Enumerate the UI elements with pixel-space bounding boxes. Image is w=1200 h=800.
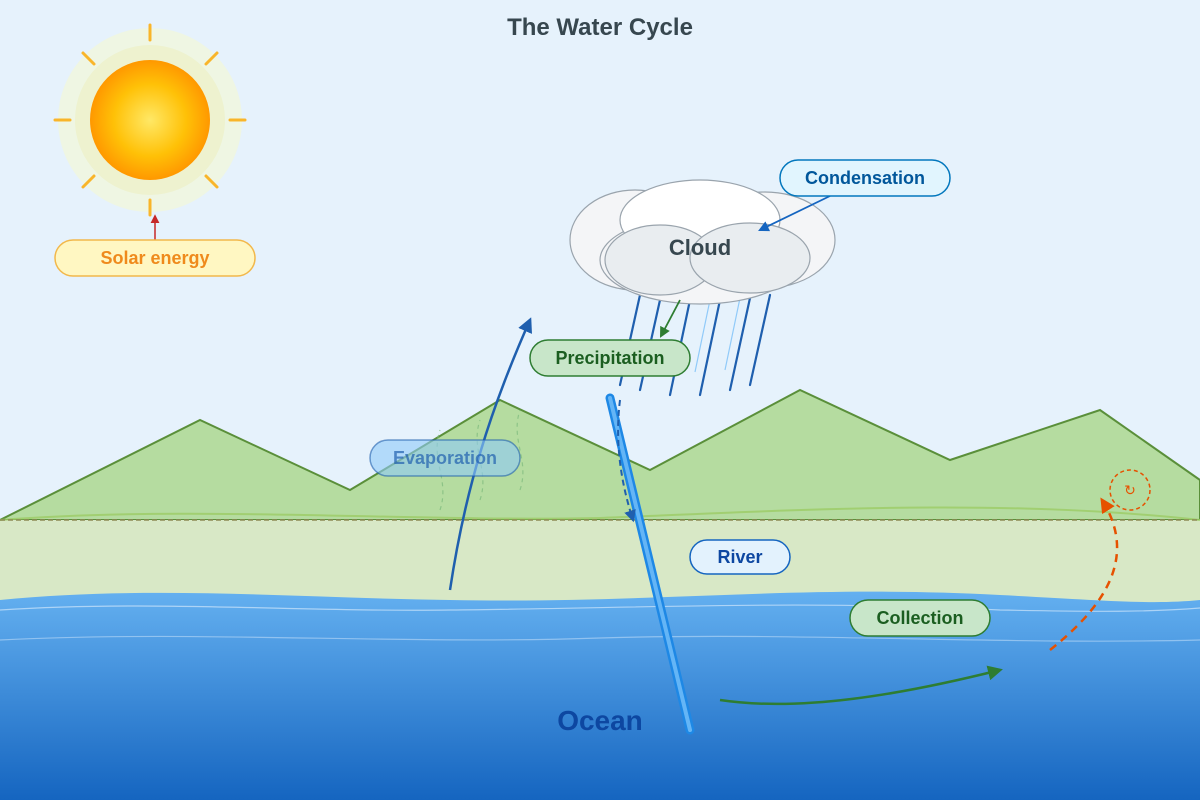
precipitation-arrow xyxy=(659,299,681,338)
condensation-text: Condensation xyxy=(805,168,925,188)
collection-text: Collection xyxy=(876,608,963,628)
ocean-water xyxy=(0,591,1200,800)
diagram-title: The Water Cycle xyxy=(507,14,693,41)
condensation-arrow xyxy=(758,195,831,232)
rain-streaks-light xyxy=(694,297,741,373)
evaporation-label: Evaporation xyxy=(369,439,521,477)
cloud-icon xyxy=(569,179,836,305)
sun-icon xyxy=(53,23,247,217)
precipitation-text: Precipitation xyxy=(555,348,664,368)
cycle-symbol: ↻ xyxy=(1124,482,1136,498)
river-label: River xyxy=(689,539,791,575)
mountain-range xyxy=(0,388,1200,521)
runoff-arrow xyxy=(617,399,636,523)
collection-arrow xyxy=(719,665,1003,706)
cycle-icon: ↻ xyxy=(1109,469,1151,511)
river-text: River xyxy=(717,547,762,567)
ocean-wave-2 xyxy=(0,635,1200,642)
solar-energy-text: Solar energy xyxy=(100,248,209,268)
ocean-wave-1 xyxy=(0,604,1200,612)
ground-ridge xyxy=(0,506,1200,521)
cycle-return-arrow xyxy=(1049,497,1119,651)
condensation-label: Condensation xyxy=(779,159,951,197)
precipitation-label: Precipitation xyxy=(529,339,691,377)
solar-energy-label: Solar energy xyxy=(54,239,256,277)
collection-label: Collection xyxy=(849,599,991,637)
evaporation-text: Evaporation xyxy=(393,448,497,468)
river-highlight xyxy=(608,396,692,732)
cloud-label: Cloud xyxy=(669,235,731,260)
ocean-label: Ocean xyxy=(557,705,643,736)
